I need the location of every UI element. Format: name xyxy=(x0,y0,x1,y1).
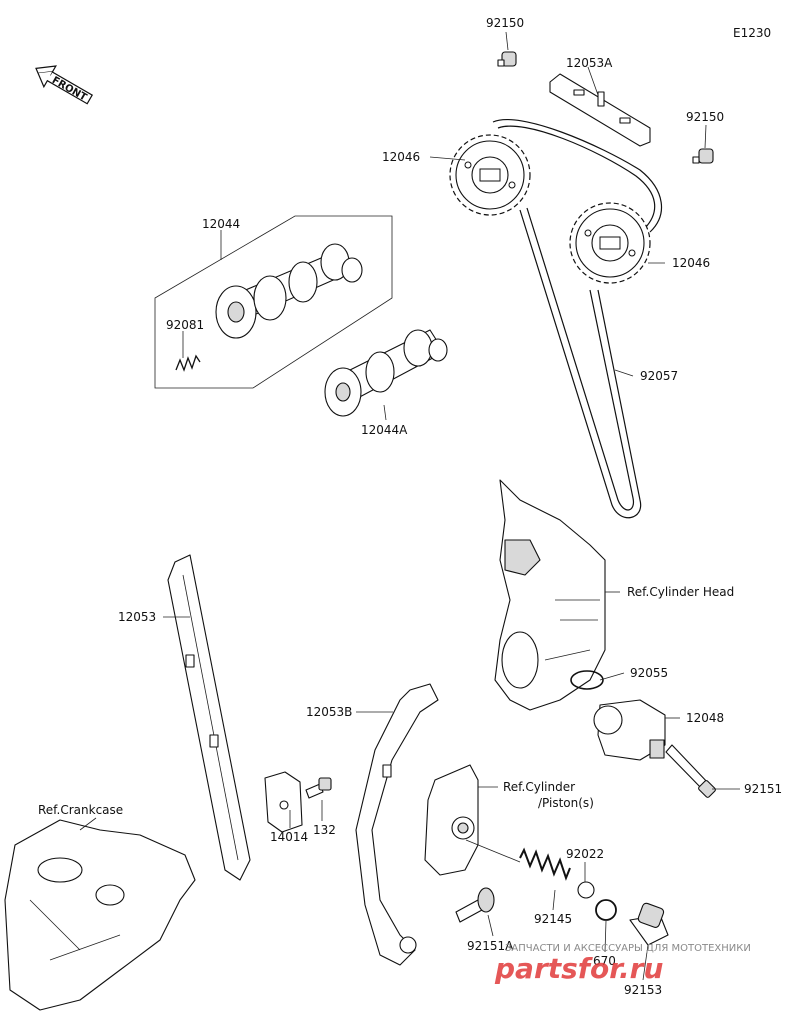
label-92057: 92057 xyxy=(640,369,678,383)
o-ring-92055 xyxy=(570,670,604,690)
label-12048: 12048 xyxy=(686,711,724,725)
tensioner-body-ref xyxy=(424,764,479,876)
label-12053A: 12053A xyxy=(566,56,613,70)
label-12044A: 12044A xyxy=(361,423,408,437)
label-14014: 14014 xyxy=(270,830,308,844)
bolt-132 xyxy=(305,777,332,799)
crankcase-ref xyxy=(4,819,196,1011)
washer-92022 xyxy=(577,881,595,899)
bolt-92150-upper xyxy=(497,51,517,67)
chain-guide-12053A xyxy=(549,73,651,147)
spring-92081 xyxy=(175,354,201,372)
label-12053: 12053 xyxy=(118,610,156,624)
label-92151: 92151 xyxy=(744,782,782,796)
front-arrow-icon: FRONT xyxy=(35,65,94,105)
chain-upper-run-inner xyxy=(497,125,656,229)
label-92153: 92153 xyxy=(624,983,662,997)
chain-guide-12053 xyxy=(167,554,251,881)
bolt-92150-right xyxy=(692,148,714,164)
watermark-tagline: ЗАПЧАСТИ И АКСЕССУАРЫ ДЛЯ МОТОТЕХНИКИ xyxy=(505,943,751,954)
chain-guide-12053B xyxy=(355,683,439,966)
label-12046-lower: 12046 xyxy=(672,256,710,270)
chain-upper-run xyxy=(492,118,663,233)
camshaft-12044A xyxy=(324,329,448,417)
label-670: 670 xyxy=(593,954,616,968)
label-132: 132 xyxy=(313,823,336,837)
label-92150-right: 92150 xyxy=(686,110,724,124)
cylinder-head-ref xyxy=(494,479,606,711)
label-cylinder-head: Ref.Cylinder Head xyxy=(627,585,734,599)
label-cylinder-piston-line1: Ref.Cylinder xyxy=(503,780,575,794)
watermark-logo: partsfor.ru xyxy=(494,952,663,985)
label-92151A: 92151A xyxy=(467,939,514,953)
plate-14014 xyxy=(264,771,303,833)
tensioner-12048 xyxy=(593,699,666,761)
label-92055: 92055 xyxy=(630,666,668,680)
plug-bolt-92153 xyxy=(629,902,669,946)
leader-lines xyxy=(79,31,740,981)
label-92081: 92081 xyxy=(166,318,204,332)
timing-chain-92057 xyxy=(519,209,642,519)
pivot-bolt-92151A xyxy=(455,887,495,923)
label-12044: 12044 xyxy=(202,217,240,231)
label-12053B: 12053B xyxy=(306,705,352,719)
sprocket-12046-upper xyxy=(449,134,531,216)
label-92150-top: 92150 xyxy=(486,16,524,30)
label-crankcase: Ref.Crankcase xyxy=(38,803,123,817)
label-cylinder-piston-line2: /Piston(s) xyxy=(538,796,594,810)
timing-chain-92057-inner xyxy=(526,207,635,511)
camshaft-12044 xyxy=(215,243,363,339)
camshaft-group-frame xyxy=(154,215,393,389)
spring-92145 xyxy=(519,847,571,881)
bolt-92151 xyxy=(665,744,716,798)
diagram-code: E1230 xyxy=(733,26,771,40)
o-ring-670 xyxy=(595,899,617,921)
label-12046-upper: 12046 xyxy=(382,150,420,164)
sprocket-12046-lower xyxy=(569,202,651,284)
label-92145: 92145 xyxy=(534,912,572,926)
label-92022: 92022 xyxy=(566,847,604,861)
